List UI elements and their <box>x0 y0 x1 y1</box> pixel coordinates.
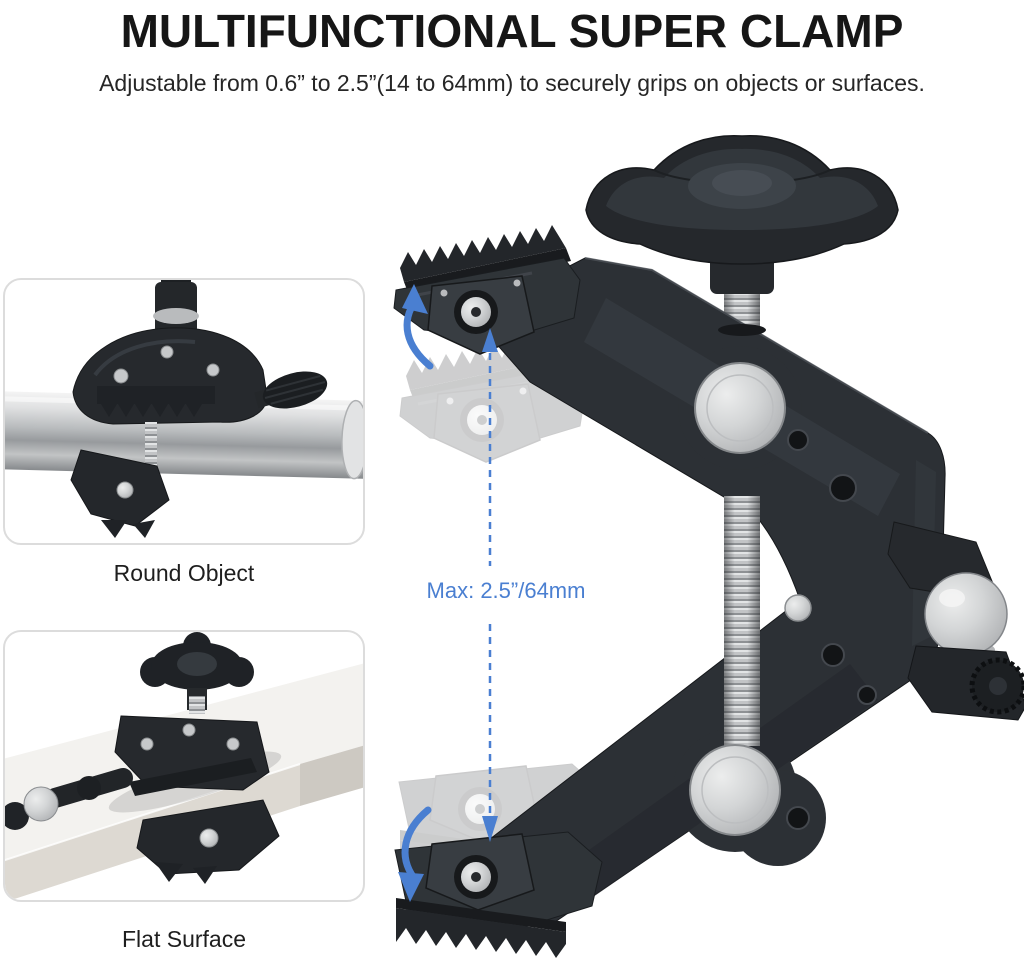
pivot-discs <box>689 362 786 836</box>
inset-card-round-object <box>3 278 365 545</box>
rotation-arrow-down-icon <box>398 806 432 902</box>
page-title: MULTIFUNCTIONAL SUPER CLAMP <box>120 5 904 57</box>
clamp-on-pipe <box>70 280 328 538</box>
body-holes <box>784 429 877 830</box>
rotation-arrow-up-icon <box>402 284 434 370</box>
ball-head-mount <box>887 521 1024 721</box>
inset-card-flat-surface <box>3 630 365 902</box>
max-range-dashed-line-icon <box>482 328 498 842</box>
side-arm-ball-joint <box>5 768 133 830</box>
clamp-screw-thread-lower <box>724 496 760 746</box>
annotations <box>398 284 498 902</box>
super-clamp-illustration <box>392 135 1024 959</box>
clamp-knob <box>585 135 899 265</box>
top-knob <box>140 632 254 690</box>
round-object-photo <box>5 280 363 538</box>
side-knob <box>254 371 328 409</box>
clamp-on-table <box>5 632 280 884</box>
flat-surface-label: Flat Surface <box>122 926 246 952</box>
round-object-label: Round Object <box>113 560 255 586</box>
flat-surface-photo <box>5 632 363 900</box>
lower-jaw <box>394 831 603 959</box>
max-range-label: Max: 2.5”/64mm <box>426 578 586 603</box>
page-subtitle: Adjustable from 0.6” to 2.5”(14 to 64mm)… <box>99 70 925 96</box>
